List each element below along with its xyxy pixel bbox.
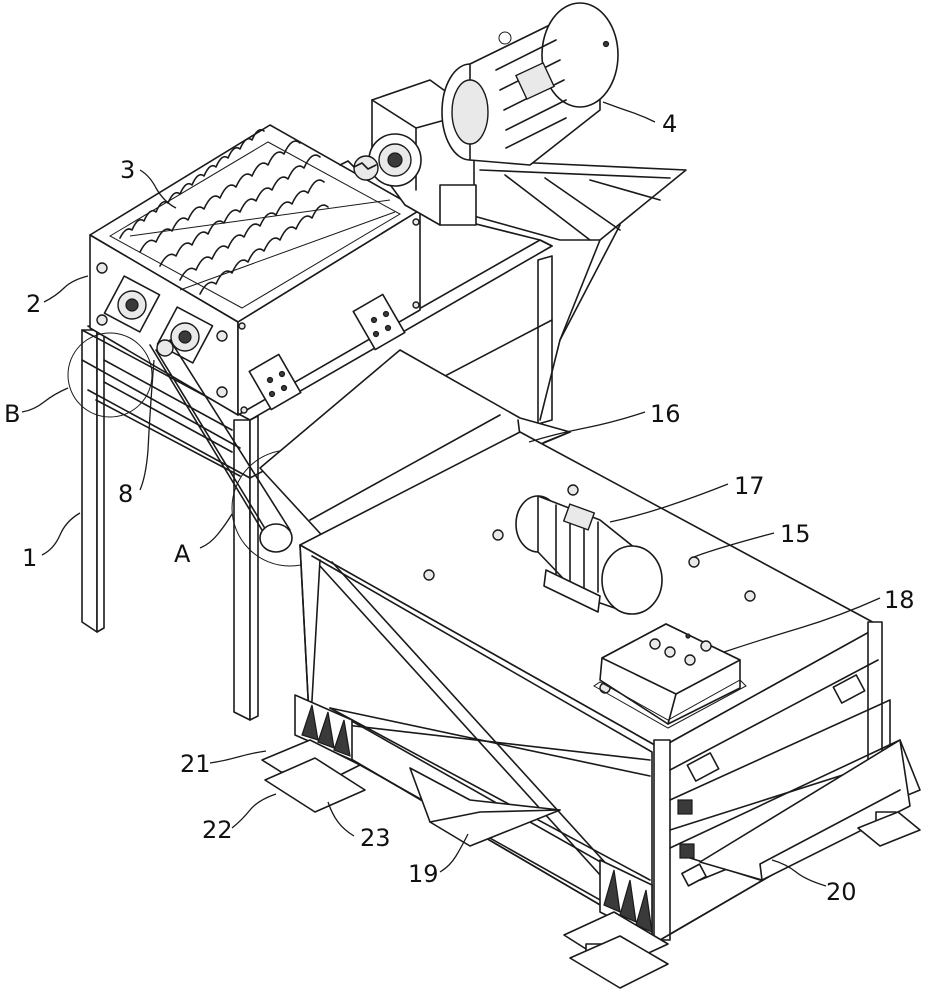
label-19: 19 (408, 860, 439, 888)
label-4: 4 (662, 110, 677, 138)
label-b: B (4, 400, 20, 428)
label-3: 3 (120, 156, 135, 184)
outlet-tray (699, 739, 911, 881)
label-8: 8 (118, 480, 133, 508)
label-2: 2 (26, 290, 41, 318)
vibration-motor (515, 495, 663, 615)
label-22: 22 (202, 816, 233, 844)
label-a: A (174, 540, 191, 568)
label-20: 20 (826, 878, 857, 906)
support-foot-left (261, 694, 366, 813)
discharge-hopper (409, 767, 561, 847)
detail-circle-b (67, 332, 153, 418)
callout-leaders (21, 101, 881, 887)
motor (441, 2, 619, 166)
label-17: 17 (734, 472, 765, 500)
control-box (593, 623, 747, 729)
label-16: 16 (650, 400, 681, 428)
support-frame (81, 159, 687, 721)
drive-belt (149, 339, 293, 553)
label-23: 23 (360, 824, 391, 852)
label-21: 21 (180, 750, 211, 778)
label-1: 1 (22, 544, 37, 572)
support-foot-rear (857, 811, 921, 847)
callout-labels: 1 2 3 4 8 A B 15 16 17 18 19 20 21 22 23 (4, 110, 915, 906)
label-18: 18 (884, 586, 915, 614)
crushing-rollers (119, 128, 396, 295)
support-foot-right (563, 859, 669, 989)
bearing-seat-left (103, 275, 161, 333)
label-15: 15 (780, 520, 811, 548)
